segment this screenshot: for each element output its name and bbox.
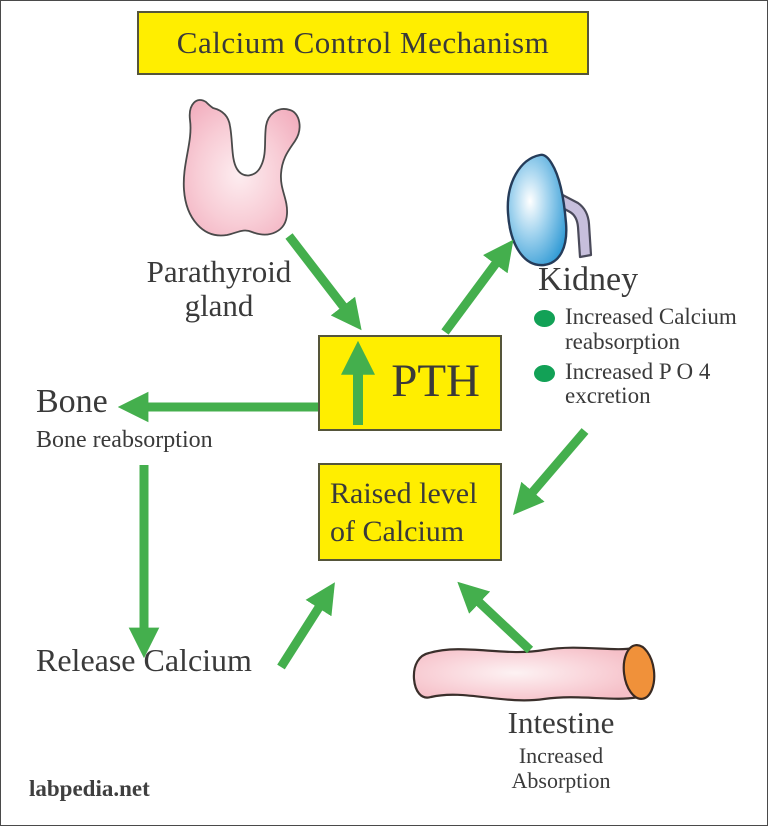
intestine-absorption-note: Increased Absorption — [473, 743, 649, 794]
parathyroid-label-line2: gland — [184, 288, 254, 324]
intestine-note-line2: Absorption — [511, 768, 611, 794]
kidney-bullet-1-line1: Increased Calcium — [565, 304, 737, 329]
intestine-open-end — [622, 644, 656, 700]
intestine-tube-shape — [412, 646, 641, 702]
pth-label: PTH — [391, 354, 480, 407]
raised-calcium-line2: of Calcium — [330, 514, 465, 548]
release-calcium-label: Release Calcium — [36, 642, 252, 678]
list-item: Increased Calcium reabsorption — [534, 304, 756, 355]
parathyroid-gland-illustration — [182, 99, 301, 237]
bullet-icon — [534, 364, 555, 382]
list-item: Increased P O 4 excretion — [534, 358, 756, 410]
bone-reabsorption-note: Bone reabsorption — [36, 427, 213, 453]
parathyroid-label: Parathyroid gland — [119, 254, 319, 324]
intestine-note-line1: Increased — [518, 743, 604, 768]
arrow-intestine-to-raised — [457, 581, 534, 654]
title-box: Calcium Control Mechanism — [137, 11, 589, 75]
kidney-bullet-2-line2: excretion — [565, 383, 651, 409]
kidney-bullet-2: Increased P O 4 excretion — [565, 358, 711, 410]
arrow-pth-to-kidney — [441, 239, 514, 335]
intestine-illustration — [412, 644, 656, 702]
kidney-illustration — [506, 153, 593, 267]
kidney-bullet-2-line1: Increased P O 4 — [565, 358, 711, 384]
ureter-shape — [548, 189, 593, 259]
raised-calcium-line1: Raised level — [330, 477, 478, 510]
kidney-bean-shape — [506, 153, 568, 267]
kidney-bullet-1: Increased Calcium reabsorption — [565, 304, 737, 355]
page-title: Calcium Control Mechanism — [176, 25, 550, 60]
intestine-label: Intestine — [507, 705, 615, 740]
raised-calcium-box: Raised level of Calcium — [318, 463, 502, 561]
kidney-bullet-1-line2: reabsorption — [565, 328, 680, 354]
bone-label: Bone — [36, 383, 108, 420]
kidney-effects-list: Increased Calcium reabsorption Increased… — [534, 304, 756, 414]
kidney-label: Kidney — [538, 261, 639, 298]
site-watermark: labpedia.net — [29, 776, 150, 801]
arrow-release-to-raised — [277, 582, 335, 670]
pth-box: PTH — [318, 335, 502, 431]
arrow-kidney-to-raised — [513, 428, 589, 515]
bullet-icon — [534, 310, 555, 327]
parathyroid-label-line1: Parathyroid — [146, 254, 292, 289]
